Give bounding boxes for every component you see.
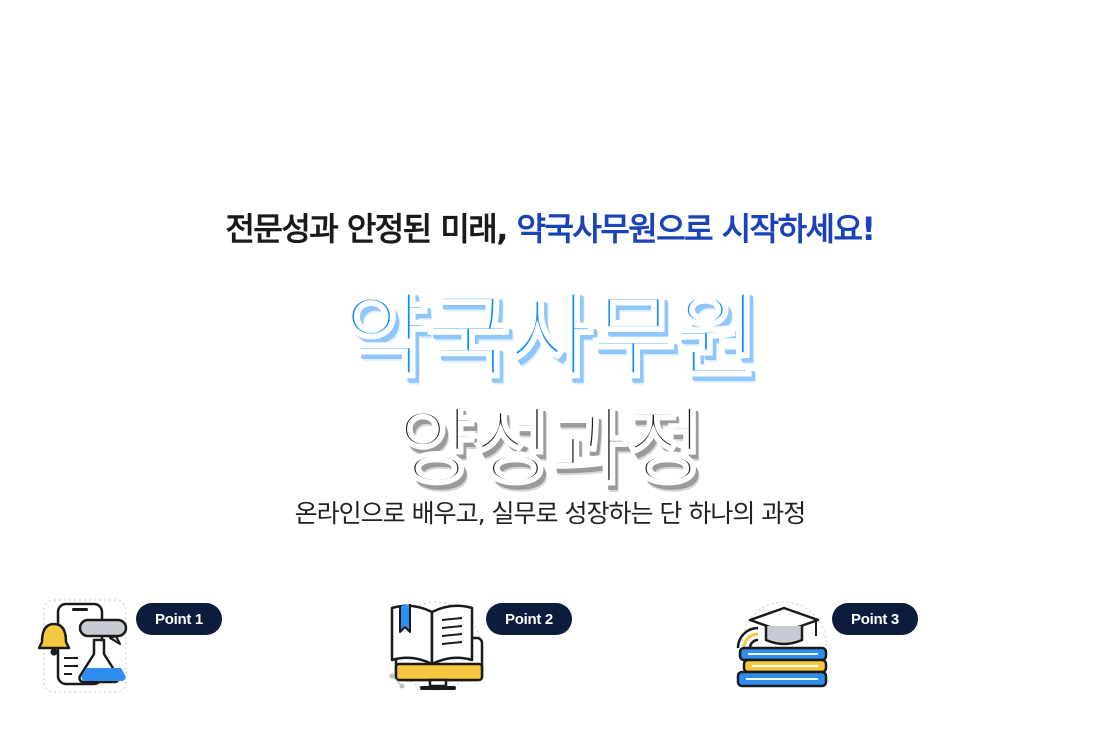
online-book-icon <box>389 601 484 691</box>
lab-notification-icon <box>38 599 128 693</box>
hero-subtitle: 온라인으로 배우고, 실무로 성장하는 단 하나의 과정 <box>294 499 807 528</box>
point-badge-2: Point 2 <box>486 603 572 635</box>
point-badge-1: Point 1 <box>136 603 222 635</box>
tagline-text: 전문성과 안정된 미래, <box>225 210 517 248</box>
hero-title-line2: 양성과정 <box>396 397 705 498</box>
tagline-highlight: 약국사무원으로 시작하세요! <box>516 210 877 248</box>
hero-tagline: 전문성과 안정된 미래, 약국사무원으로 시작하세요! <box>0 204 1100 250</box>
hero-title-line1: 약국사무원 <box>342 282 760 392</box>
point-badge-3: Point 3 <box>832 603 918 635</box>
graduation-books-icon <box>736 601 828 688</box>
